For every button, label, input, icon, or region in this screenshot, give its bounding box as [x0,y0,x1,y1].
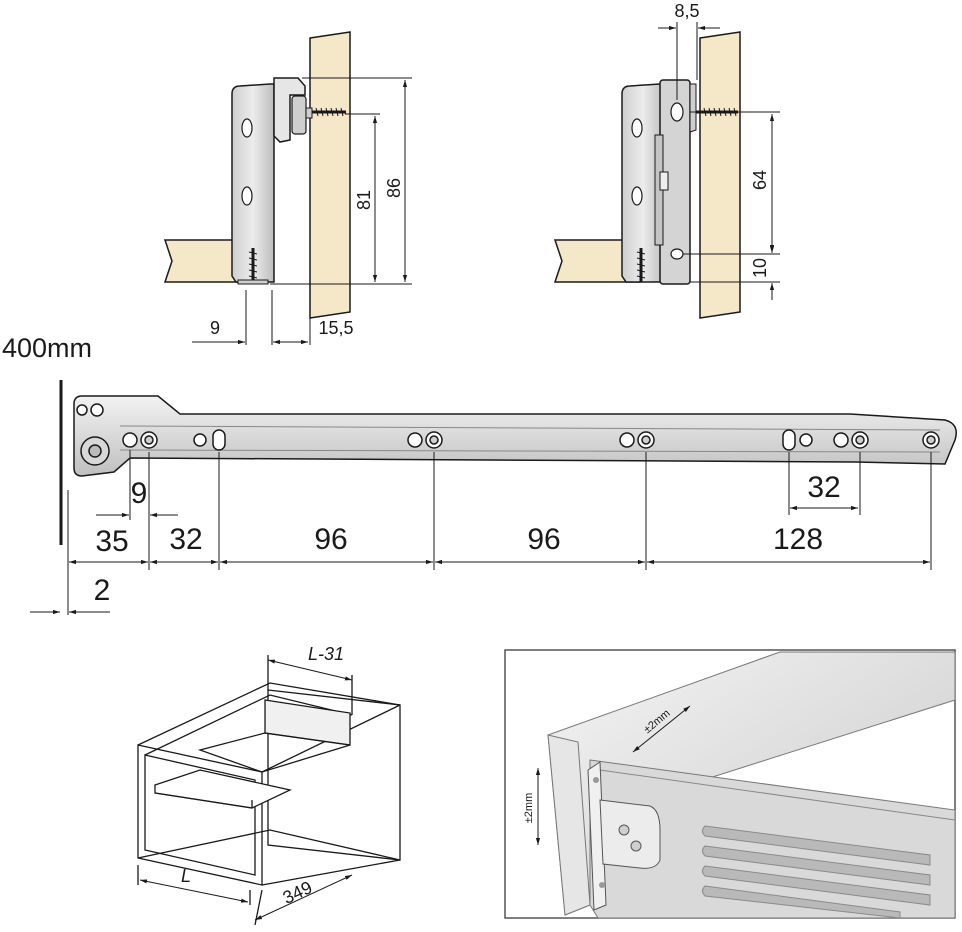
mount-hole [122,432,138,448]
dim-label: 9 [210,318,220,338]
dim-label: L-31 [308,644,344,664]
rail-clip [273,77,306,143]
drawer-rail [73,395,957,477]
detail-photo [504,649,956,919]
dim-label: 8,5 [674,1,699,21]
dim-label: 86 [384,178,404,198]
dim-label: 10 [750,258,770,278]
screw-icon [636,248,646,282]
cabinet-side-panel [699,31,741,319]
mount-hole [90,403,104,417]
mount-hole [193,433,207,447]
slot-hole [782,429,796,451]
screw-icon [237,248,269,285]
slot-hole [631,186,643,206]
dim-label: 64 [750,170,770,190]
dim-label: 9 [131,477,148,510]
screw-icon [305,107,346,119]
dim-label: 349 [280,877,316,908]
cabinet-side-panel [309,31,351,319]
mount-hole [619,432,635,448]
slot-hole [631,118,643,138]
slot-hole [241,118,253,138]
mount-hole [407,432,423,448]
dim-label: L [181,866,191,886]
slot-hole [670,248,684,260]
dim-label: 81 [354,190,374,210]
dim-label: 96 [314,523,347,556]
mount-hole [76,404,88,416]
page-title: 400mm [2,333,92,363]
mount-hole [833,432,849,448]
dim-label: 128 [773,523,823,556]
dim-label: ±2mm [523,793,535,823]
dim-label: 15,5 [318,318,353,338]
slot-hole [241,186,253,206]
dim-label: 96 [527,523,560,556]
dim-label: 35 [95,525,128,558]
dim-label: 32 [169,523,202,556]
slot-hole [212,429,226,451]
side-view-right: 8,5 64 10 [553,1,780,319]
dim-label: 2 [94,574,111,607]
slot-hole [670,102,684,122]
rail-view: 9 32 35 32 96 96 128 2 [30,380,957,615]
mount-hole [799,433,813,447]
drawer-box-diagram [137,655,401,926]
side-view-left: 86 81 9 15,5 [163,31,412,345]
dim-label: 32 [807,471,840,504]
rail-roller [291,95,307,135]
